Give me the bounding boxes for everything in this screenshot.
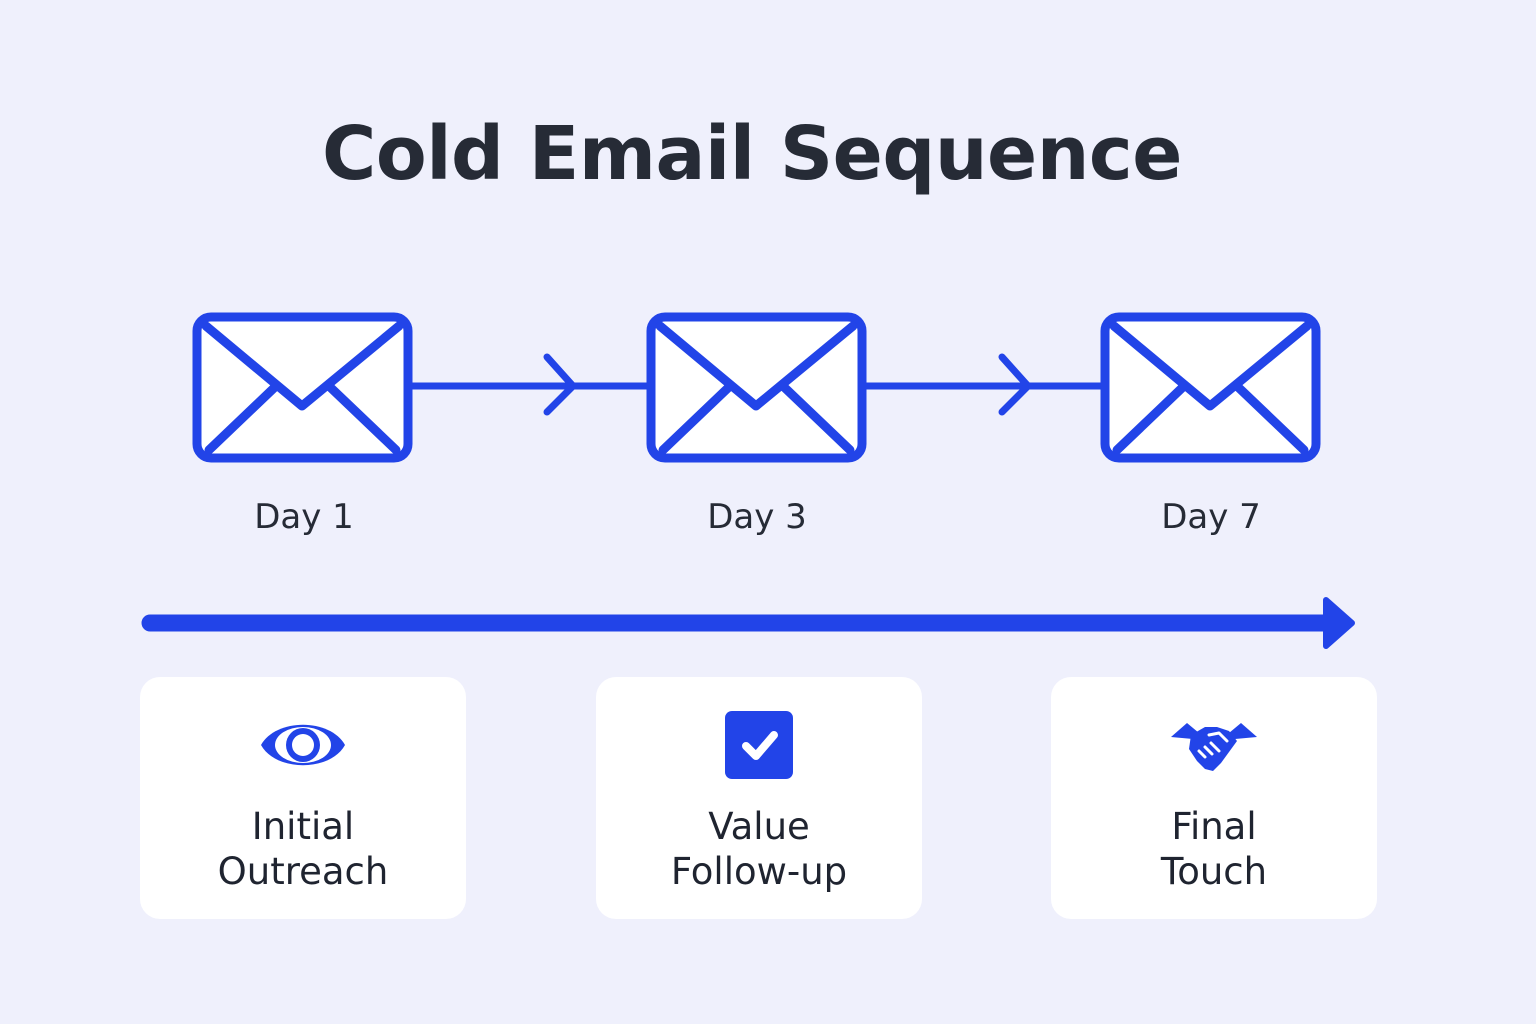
card-label-line: Value (708, 805, 810, 848)
timeline-arrow-icon (141, 597, 1355, 649)
connector-arrow-2 (862, 353, 1106, 416)
envelope-icon (192, 312, 413, 463)
eye-icon (261, 724, 345, 766)
day-label-3: Day 7 (1161, 497, 1261, 537)
connector-arrow-1 (408, 353, 652, 416)
card-label-line: Initial (251, 805, 355, 848)
card-label: Initial Outreach (140, 804, 466, 894)
envelope-icon (1100, 312, 1321, 463)
day-label-1: Day 1 (254, 497, 354, 537)
day-label-2: Day 3 (707, 497, 807, 537)
handshake-icon (1171, 723, 1257, 771)
page-title: Cold Email Sequence (322, 111, 1182, 197)
card-label-line: Touch (1160, 850, 1268, 893)
step-card-final-touch: Final Touch (1051, 677, 1377, 919)
card-label: Final Touch (1051, 804, 1377, 894)
card-label-line: Final (1171, 805, 1257, 848)
card-label-line: Follow-up (670, 850, 848, 893)
step-card-initial-outreach: Initial Outreach (140, 677, 466, 919)
checkbox-icon (725, 711, 793, 779)
card-label-line: Outreach (217, 850, 389, 893)
card-label: Value Follow-up (596, 804, 922, 894)
envelope-icon (646, 312, 867, 463)
sequence-flow (141, 312, 1355, 649)
step-card-value-follow-up: Value Follow-up (596, 677, 922, 919)
